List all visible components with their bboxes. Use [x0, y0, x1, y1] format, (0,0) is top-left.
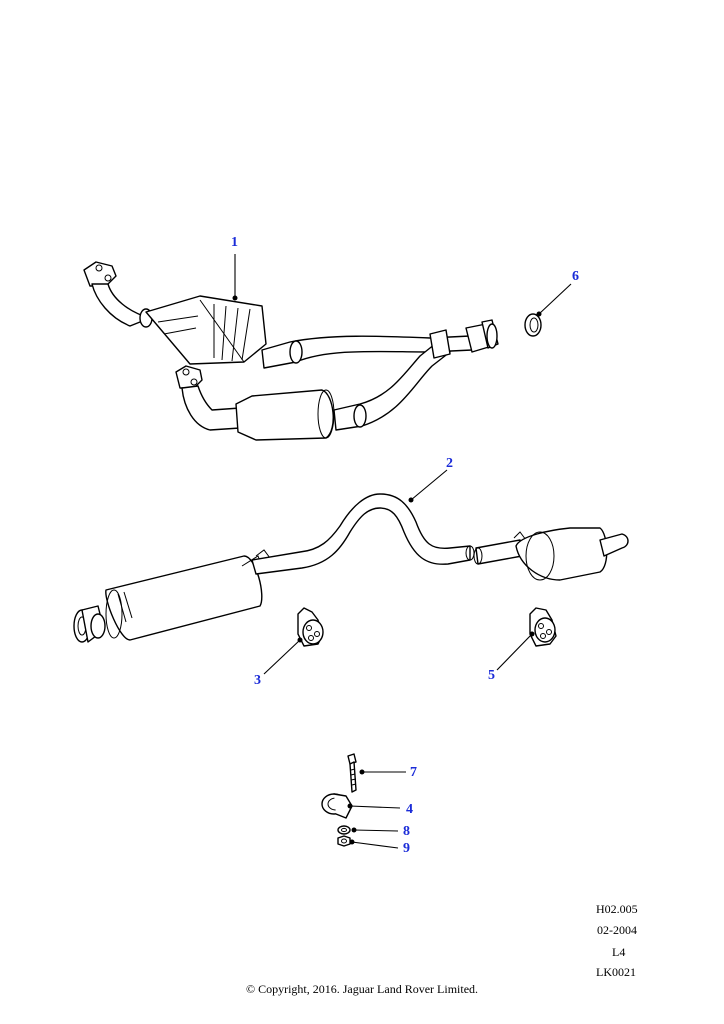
drawing-date: 02-2004 [597, 923, 637, 937]
rear-pipe-silencer-assembly[interactable] [73, 493, 629, 643]
exhaust-clamp[interactable] [321, 793, 353, 819]
callout-part-3[interactable]: 3 [254, 673, 261, 688]
clamp-bolt[interactable] [347, 753, 357, 793]
callout-part-6[interactable]: 6 [572, 269, 579, 284]
leader-lines [232, 254, 572, 849]
nut[interactable] [337, 835, 351, 847]
callout-part-8[interactable]: 8 [403, 824, 410, 839]
lk-code: LK0021 [596, 965, 636, 979]
callout-part-5[interactable]: 5 [488, 668, 495, 683]
callout-part-1[interactable]: 1 [231, 235, 238, 250]
front-pipe-catalyst-assembly[interactable] [83, 261, 499, 441]
copyright-notice: © Copyright, 2016. Jaguar Land Rover Lim… [245, 982, 479, 996]
callout-part-2[interactable]: 2 [446, 456, 453, 471]
callout-part-4[interactable]: 4 [406, 802, 413, 817]
gasket-ring[interactable] [524, 313, 542, 337]
drawing-code: H02.005 [596, 902, 638, 916]
callout-part-7[interactable]: 7 [410, 765, 417, 780]
mounting-rubber-right[interactable] [529, 607, 557, 647]
drawing-level: L4 [612, 945, 626, 959]
callout-part-9[interactable]: 9 [403, 841, 410, 856]
washer[interactable] [337, 825, 351, 835]
